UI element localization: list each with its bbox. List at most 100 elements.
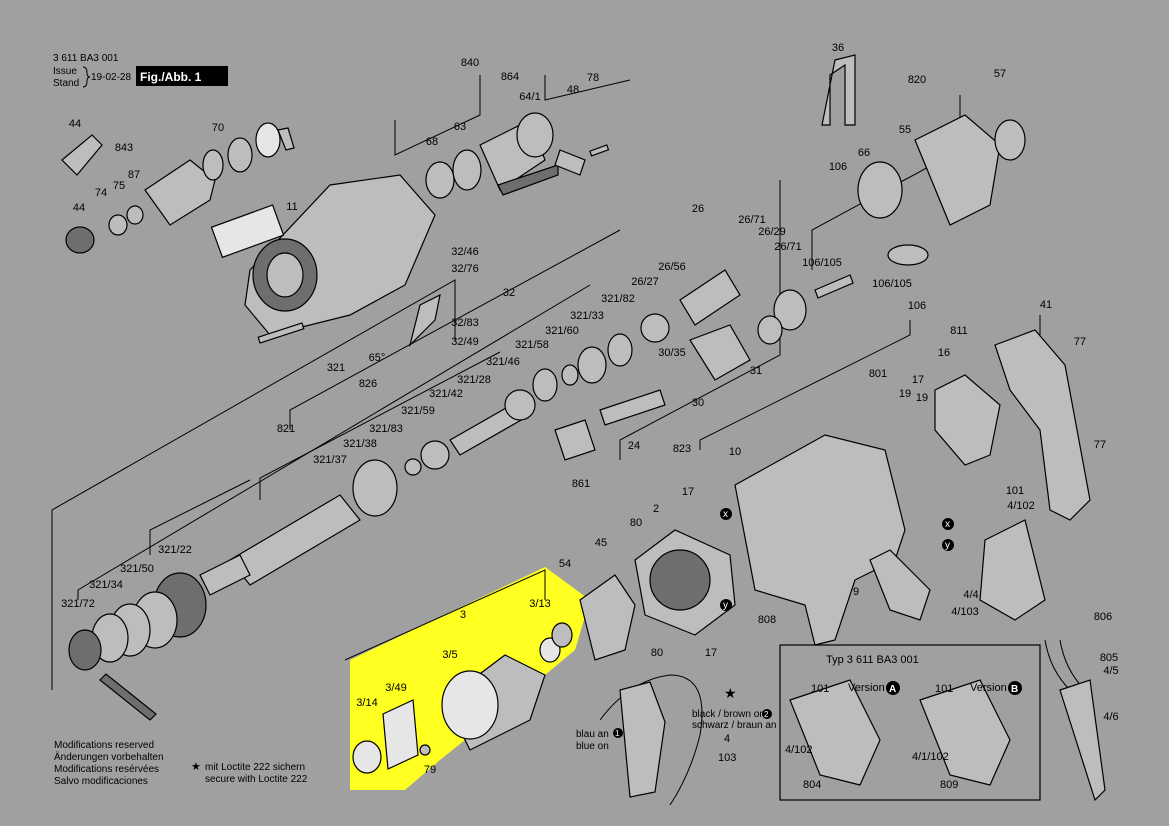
part-label: 36 xyxy=(832,42,844,54)
marker-y-2: y xyxy=(945,540,950,551)
mods-line-3: Modifications resérvées xyxy=(54,764,159,775)
part-label: 811 xyxy=(950,325,968,337)
part-label: 87 xyxy=(128,169,140,181)
part-label: 32/49 xyxy=(451,336,479,348)
part-label: 3/5 xyxy=(442,649,457,661)
part-label: 32 xyxy=(503,287,515,299)
part-label: 74 xyxy=(95,187,107,199)
part-label: 77 xyxy=(1074,336,1086,348)
part-label: 321/28 xyxy=(457,374,491,386)
part-label: 321/59 xyxy=(401,405,435,417)
part-label: 4/4 xyxy=(963,589,978,601)
part-label: 63 xyxy=(454,121,466,133)
marker-x-1: x xyxy=(723,509,728,520)
part-label: 44 xyxy=(69,118,81,130)
part-label: 4/102 xyxy=(1007,500,1035,512)
part-label: 861 xyxy=(572,478,590,490)
fig-label: Fig./Abb. 1 xyxy=(140,70,202,84)
part-label: 30 xyxy=(692,397,704,409)
stand-label: Stand xyxy=(53,78,79,89)
part-label: 57 xyxy=(994,68,1006,80)
part-label: 321/34 xyxy=(89,579,123,591)
xy-markers: x y x y xyxy=(720,508,954,611)
doc-number: 3 611 BA3 001 xyxy=(53,53,119,64)
part-label: 4/103 xyxy=(951,606,979,618)
version-b-badge xyxy=(1008,681,1022,695)
inset-version-a: Version A 101 4/102 804 xyxy=(785,679,900,791)
part-label: 106/105 xyxy=(802,257,842,269)
part-label: 321/83 xyxy=(369,423,403,435)
part-label: 26 xyxy=(692,203,704,215)
marker-x-2: x xyxy=(945,519,950,530)
inset-right-101: 101 xyxy=(935,683,953,695)
part-label: 32/83 xyxy=(451,317,479,329)
part-label: 78 xyxy=(587,72,599,84)
part-label: 11 xyxy=(286,201,297,213)
part-label: 840 xyxy=(461,57,479,69)
part-label: 3/49 xyxy=(385,682,406,694)
brace-icon xyxy=(82,66,91,88)
part-label: 48 xyxy=(567,84,579,96)
part-label: 41 xyxy=(1040,299,1052,311)
part-label: 808 xyxy=(758,614,776,626)
part-label: 3/14 xyxy=(356,697,377,709)
inset-version-b: Version B 101 4/1/102 809 xyxy=(912,679,1022,791)
chuck-assembly xyxy=(61,122,295,254)
part-label: 321/60 xyxy=(545,325,579,337)
part-label: 820 xyxy=(908,74,926,86)
piston-parts xyxy=(68,389,536,721)
num-1-marker: 1 xyxy=(615,729,620,738)
loctite-star-icon: ★ xyxy=(191,761,201,773)
part-label: 864 xyxy=(501,71,519,83)
version-a-letter: A xyxy=(889,684,896,695)
housing-parts xyxy=(734,54,1091,646)
part-label: 826 xyxy=(359,378,377,390)
issue-label: Issue xyxy=(53,66,77,77)
part-label: 55 xyxy=(899,124,911,136)
part-label: 26/27 xyxy=(631,276,659,288)
part-label: 321/37 xyxy=(313,454,347,466)
part-label: 321/42 xyxy=(429,388,463,400)
part-label: 26/71 xyxy=(738,214,766,226)
inset-title: Typ 3 611 BA3 001 xyxy=(826,654,919,666)
collar-part xyxy=(61,134,103,176)
part-label: 54 xyxy=(559,558,571,570)
version-b-letter: B xyxy=(1011,684,1018,695)
nut-part xyxy=(65,226,95,254)
cable-parts xyxy=(1044,639,1106,802)
part-label: 32/76 xyxy=(451,263,479,275)
part-label: 75 xyxy=(113,180,125,192)
part-label: 4/6 xyxy=(1103,711,1118,723)
inset-right-41102: 4/1/102 xyxy=(912,751,949,763)
inset-left-804: 804 xyxy=(803,779,821,791)
part-label: 19 xyxy=(899,388,911,400)
part-label: 801 xyxy=(869,368,887,380)
mods-line-2: Änderungen vorbehalten xyxy=(54,751,164,763)
sleeve-parts xyxy=(425,112,610,199)
part-label: 321/38 xyxy=(343,438,377,450)
part-label: 321/33 xyxy=(570,310,604,322)
num-2-marker: 2 xyxy=(764,710,769,719)
part-label: 321/58 xyxy=(515,339,549,351)
part-label: 106 xyxy=(908,300,926,312)
version-b-label: Version xyxy=(970,682,1007,694)
issue-date: 19-02-28 xyxy=(91,72,131,83)
loctite-line-2: secure with Loctite 222 xyxy=(205,774,308,785)
part-label: 9 xyxy=(853,586,859,598)
inset-left-101: 101 xyxy=(811,683,829,695)
part-label: 65° xyxy=(369,352,386,364)
part-label: 321/72 xyxy=(61,598,95,610)
inset-right-809: 809 xyxy=(940,779,958,791)
part-label: 17 xyxy=(912,374,924,386)
part-label: 16 xyxy=(938,347,950,359)
black-brown-label: black / brown on xyxy=(692,709,765,720)
part-label: 44 xyxy=(73,202,85,214)
part-label: 45 xyxy=(595,537,607,549)
part-label: 26/29 xyxy=(758,226,786,238)
part-label: 806 xyxy=(1094,611,1112,623)
part-label: 17 xyxy=(705,647,717,659)
part-label: 17 xyxy=(682,486,694,498)
blau-an-label: blau an xyxy=(576,729,609,740)
